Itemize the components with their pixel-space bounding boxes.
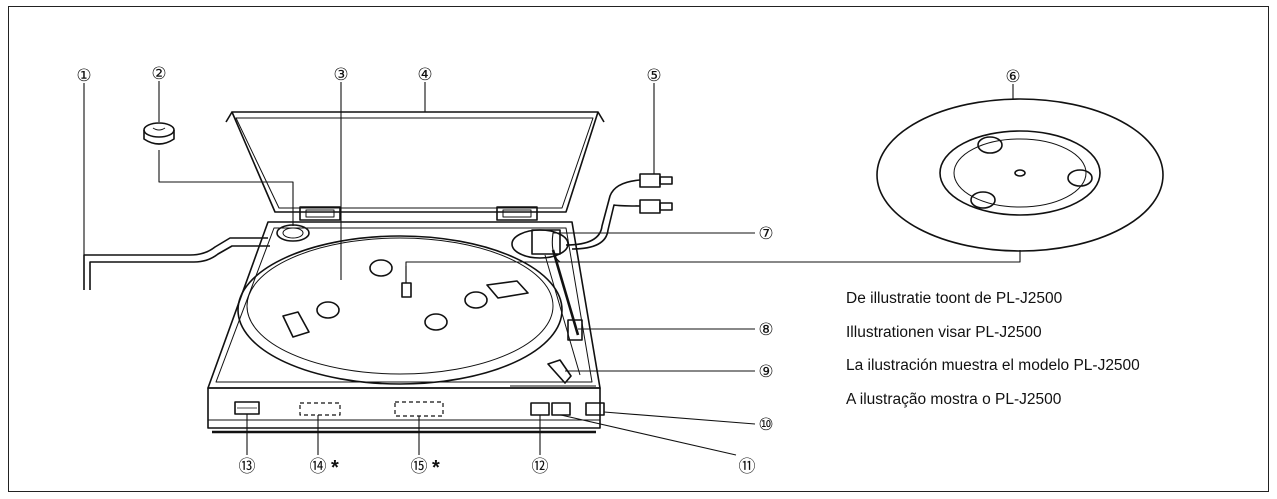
control-10 <box>585 402 605 416</box>
platter-outer <box>237 235 563 385</box>
hinge-right <box>496 206 538 221</box>
cartridge-head <box>531 229 561 255</box>
callout-15: ⑮ <box>411 457 428 477</box>
platter-slot-1 <box>486 280 529 299</box>
caption-dutch: De illustratie toont de PL-J2500 <box>846 290 1063 307</box>
callout-5: ⑤ <box>646 66 661 86</box>
control-12 <box>530 402 550 416</box>
record-label <box>939 130 1101 216</box>
record-outer <box>876 98 1164 252</box>
control-11 <box>551 402 571 416</box>
platter-slot-2 <box>282 311 310 338</box>
platter-hole-2 <box>464 291 488 309</box>
caption-swedish: Illustrationen visar PL-J2500 <box>846 323 1042 341</box>
power-cord <box>83 237 268 290</box>
display-14 <box>299 402 341 416</box>
callout-8: ⑧ <box>758 320 773 340</box>
callout-2: ② <box>151 64 166 84</box>
rca-plug-1 <box>639 173 661 188</box>
callout-3: ③ <box>333 65 348 85</box>
callout-12: ⑫ <box>532 457 549 477</box>
display-15 <box>394 401 444 417</box>
callout-6: ⑥ <box>1005 67 1020 87</box>
callout-7: ⑦ <box>758 224 773 244</box>
callout-10: ⑩ <box>758 415 773 435</box>
tonearm <box>551 249 580 336</box>
callout-9: ⑨ <box>758 362 773 382</box>
hinge-left <box>299 206 341 221</box>
platter-hole-4 <box>424 313 448 331</box>
cue-lever <box>547 359 572 384</box>
caption-spanish: La ilustración muestra el modelo PL-J250… <box>846 357 1140 374</box>
callout-11: ⑪ <box>739 457 756 477</box>
diagram-frame <box>8 6 1269 492</box>
front-panel <box>207 387 601 429</box>
platter-hole-1 <box>369 259 393 277</box>
spindle <box>401 282 412 298</box>
caption-portuguese: A ilustração mostra o PL-J2500 <box>846 390 1062 408</box>
platter-hole-3 <box>316 301 340 319</box>
callout-13: ⑬ <box>239 457 256 477</box>
caption-list: De illustratie toont de PL-J2500 Illustr… <box>846 282 1266 416</box>
output-cable <box>565 179 641 246</box>
rca-plug-2 <box>639 199 661 214</box>
dust-cover <box>231 111 599 213</box>
asterisk-15: * <box>432 457 440 479</box>
callout-1: ① <box>76 66 91 86</box>
callout-4: ④ <box>417 65 432 85</box>
callout-14: ⑭ <box>310 457 327 477</box>
asterisk-14: * <box>331 457 339 479</box>
